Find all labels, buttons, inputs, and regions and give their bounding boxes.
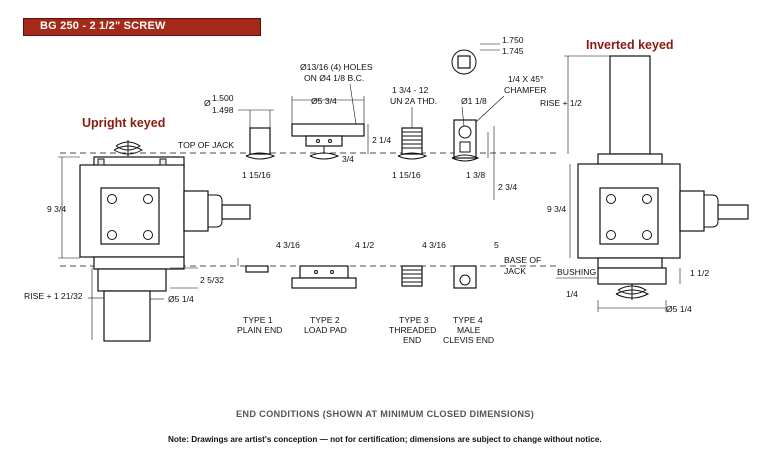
type1-plain-end: [245, 127, 276, 160]
upright-jack: [79, 140, 251, 342]
header-title: BG 250 - 2 1/2" SCREW: [40, 20, 166, 32]
type1-line1: TYPE 1: [243, 315, 273, 325]
inverted-jack: [577, 55, 749, 300]
dim-1500: 1.500: [212, 93, 234, 103]
clevis-dia: Ø1 1/8: [461, 96, 487, 106]
holes-line2: ON Ø4 1/8 B.C.: [304, 73, 364, 83]
phi-label: Ø: [204, 98, 211, 108]
pad-34: 3/4: [342, 154, 354, 164]
t1-length: 4 3/16: [276, 240, 300, 250]
thread-line2: UN 2A THD.: [390, 96, 437, 106]
top-of-jack-label: TOP OF JACK: [178, 140, 234, 150]
clevis-top2: 1.745: [502, 46, 524, 56]
bushing-label: BUSHING: [557, 267, 596, 277]
header-banner: BG 250 - 2 1/2" SCREW: [23, 18, 261, 36]
t2-length: 4 1/2: [355, 240, 374, 250]
left-rise-dim: RISE + 1 21/32: [24, 291, 83, 301]
type3-height: 1 15/16: [392, 170, 421, 180]
type3-line2: THREADED: [389, 325, 436, 335]
t3-length: 4 3/16: [422, 240, 446, 250]
t4-length: 5: [494, 240, 499, 250]
left-height-dim: 9 3/4: [47, 204, 66, 214]
clevis-138: 1 3/8: [466, 170, 485, 180]
inverted-keyed-label: Inverted keyed: [586, 38, 674, 52]
clevis-top1: 1.750: [502, 35, 524, 45]
type1-line2: PLAIN END: [237, 325, 282, 335]
pad-dia: Ø5 3/4: [311, 96, 337, 106]
bushing-112: 1 1/2: [690, 268, 709, 278]
chamfer-line2: CHAMFER: [504, 85, 547, 95]
holes-line1: Ø13/16 (4) HOLES: [300, 62, 373, 72]
clevis-234: 2 3/4: [498, 182, 517, 192]
right-height-dim: 9 3/4: [547, 204, 566, 214]
type3-threaded-end: [397, 127, 428, 160]
type2-load-pad: [291, 123, 365, 160]
type4-line2: MALE: [457, 325, 481, 335]
type1-height: 1 15/16: [242, 170, 271, 180]
type4-clevis-end: [451, 49, 480, 162]
dim-1498: 1.498: [212, 105, 234, 115]
type4-line3: CLEVIS END: [443, 335, 494, 345]
end-conditions-caption: END CONDITIONS (SHOWN AT MINIMUM CLOSED …: [236, 409, 534, 419]
bushing-14: 1/4: [566, 289, 578, 299]
pad-height: 2 1/4: [372, 135, 391, 145]
type4-line1: TYPE 4: [453, 315, 483, 325]
base-of-jack-1: BASE OF: [504, 255, 541, 265]
chamfer-line1: 1/4 X 45°: [508, 74, 543, 84]
type3-line1: TYPE 3: [399, 315, 429, 325]
base-of-jack-2: JACK: [504, 266, 526, 276]
left-shaft-dia: Ø5 1/4: [168, 294, 194, 304]
type2-line2: LOAD PAD: [304, 325, 347, 335]
right-shaft-dia: Ø5 1/4: [666, 304, 692, 314]
upright-keyed-label: Upright keyed: [82, 116, 165, 130]
type3-line3: END: [403, 335, 421, 345]
rise-half: RISE + 1/2: [540, 98, 582, 108]
thread-line1: 1 3/4 - 12: [392, 85, 429, 95]
disclaimer-note: Note: Drawings are artist's conception —…: [168, 435, 602, 444]
left-2532-dim: 2 5/32: [200, 275, 224, 285]
type2-line1: TYPE 2: [310, 315, 340, 325]
